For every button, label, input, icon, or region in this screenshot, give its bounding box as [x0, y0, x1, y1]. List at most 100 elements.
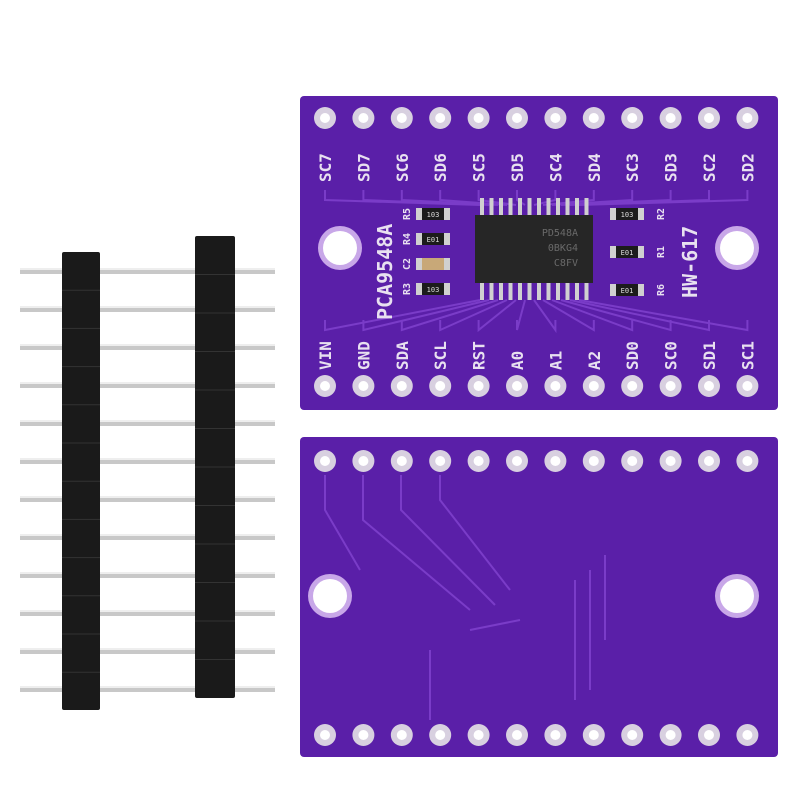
pin-pad	[467, 450, 490, 472]
header-pin	[20, 496, 275, 502]
pin-label-gnd: GND	[354, 341, 373, 370]
pin-pad	[736, 724, 759, 746]
pin-pad	[659, 724, 682, 746]
pin-pad	[582, 724, 605, 746]
pin-pad	[621, 375, 644, 397]
header-pin	[20, 306, 275, 312]
pin-pad	[390, 450, 413, 472]
header-pin	[20, 382, 275, 388]
pin-label-sc4: SC4	[546, 153, 565, 182]
header-pin	[20, 458, 275, 464]
pin-pad	[736, 450, 759, 472]
header-pin	[20, 420, 275, 426]
pin-label-sc2: SC2	[700, 153, 719, 182]
pin-pad	[506, 375, 528, 397]
pin-pad	[736, 375, 759, 397]
pin-label-sc0: SC0	[662, 341, 681, 370]
svg-text:R1: R1	[656, 246, 667, 258]
header-pin	[20, 648, 275, 654]
svg-text:R3: R3	[402, 283, 413, 295]
svg-text:R4: R4	[402, 233, 413, 245]
pin-header-strips	[20, 236, 275, 710]
pin-pad	[352, 107, 375, 129]
svg-text:E01: E01	[621, 287, 634, 295]
component-r5: 103 R5	[402, 208, 450, 220]
header-pin	[20, 344, 275, 350]
component-r2: 103 R2	[610, 208, 667, 220]
svg-text:C2: C2	[402, 258, 413, 270]
svg-text:103: 103	[427, 211, 440, 219]
pin-pad	[621, 450, 644, 472]
chip-name-label: PCA9548A	[373, 224, 397, 320]
pin-label-sd3: SD3	[662, 153, 681, 182]
pin-pad	[429, 450, 452, 472]
pin-pad	[467, 107, 490, 129]
pin-label-scl: SCL	[431, 341, 450, 370]
pin-label-sc6: SC6	[393, 153, 412, 182]
pin-pad	[698, 450, 720, 472]
header-pin	[20, 534, 275, 540]
pin-pad	[698, 107, 720, 129]
pin-pad	[506, 107, 528, 129]
header-pin	[20, 610, 275, 616]
component-r1: E01 R1	[610, 246, 667, 258]
svg-text:103: 103	[427, 286, 440, 294]
pin-pad	[352, 724, 375, 746]
ic-chip: PD548A 0BKG4 C8FV	[475, 198, 593, 300]
chip-marking-2: 0BKG4	[548, 243, 578, 254]
pin-label-sd6: SD6	[431, 153, 450, 182]
header-pin	[20, 268, 275, 274]
pin-pad	[352, 375, 375, 397]
pin-pad	[544, 375, 567, 397]
pin-pad	[314, 107, 336, 129]
pin-pad	[352, 450, 375, 472]
pin-label-a1: A1	[546, 351, 565, 370]
svg-text:103: 103	[621, 211, 634, 219]
pin-pad	[698, 375, 720, 397]
pin-pad	[659, 107, 682, 129]
pin-pad	[736, 107, 759, 129]
pin-label-sc5: SC5	[470, 153, 489, 182]
pin-pad	[314, 724, 336, 746]
pin-pad	[621, 724, 644, 746]
pin-label-vin: VIN	[316, 341, 335, 370]
pin-label-sd2: SD2	[738, 153, 757, 182]
pin-pad	[314, 450, 336, 472]
pin-pad	[390, 107, 413, 129]
pin-label-a0: A0	[508, 351, 527, 370]
pin-pad	[544, 107, 567, 129]
svg-text:R2: R2	[656, 208, 667, 220]
pin-label-sd4: SD4	[585, 153, 604, 182]
pin-label-sd1: SD1	[700, 341, 719, 370]
pin-label-sda: SDA	[393, 341, 412, 370]
pin-pad	[429, 375, 452, 397]
pin-pad	[544, 450, 567, 472]
pin-label-rst: RST	[470, 341, 489, 370]
pin-label-sd5: SD5	[508, 153, 527, 182]
pin-pad	[429, 107, 452, 129]
pin-label-a2: A2	[585, 351, 604, 370]
pin-pad	[390, 375, 413, 397]
pin-pad	[467, 375, 490, 397]
pin-pad	[506, 450, 528, 472]
svg-text:R5: R5	[402, 208, 413, 220]
chip-marking-3: C8FV	[554, 258, 578, 269]
pin-label-sc7: SC7	[316, 153, 335, 182]
header-pin	[20, 572, 275, 578]
model-label: HW-617	[678, 226, 702, 298]
pin-pad	[621, 107, 644, 129]
pcb-bottom-side	[300, 437, 778, 757]
pin-label-sc3: SC3	[623, 153, 642, 182]
pin-pad	[467, 724, 490, 746]
pin-pad	[314, 375, 336, 397]
component-r3: 103 R3	[402, 283, 450, 295]
pin-pad	[582, 375, 605, 397]
pin-pad	[544, 724, 567, 746]
component-c2: C2	[402, 258, 450, 270]
svg-text:E01: E01	[621, 249, 634, 257]
